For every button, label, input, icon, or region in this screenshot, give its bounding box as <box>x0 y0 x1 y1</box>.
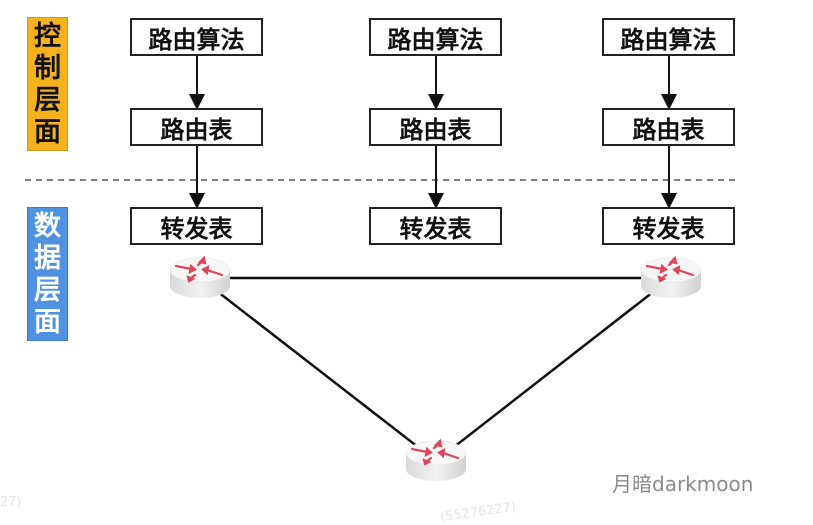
router-icon <box>169 255 231 298</box>
network-link <box>435 277 672 462</box>
routing-table-box: 路由表 <box>130 108 263 146</box>
data-plane-label: 数 据 层 面 <box>27 207 68 341</box>
routing-algorithm-box: 路由算法 <box>602 18 735 56</box>
router-icon <box>640 255 702 298</box>
data-plane-char: 据 <box>34 243 61 274</box>
data-plane-char: 层 <box>34 275 61 306</box>
network-link <box>199 277 437 462</box>
control-plane-char: 控 <box>34 21 61 52</box>
routing-table-box: 路由表 <box>369 108 502 146</box>
router-icon <box>405 438 467 481</box>
control-plane-label: 控 制 层 面 <box>27 17 68 151</box>
forwarding-table-box: 转发表 <box>602 207 735 245</box>
faint-watermark: 27) <box>0 495 22 510</box>
control-plane-char: 制 <box>34 53 61 84</box>
forwarding-table-box: 转发表 <box>130 207 263 245</box>
watermark: 月暗darkmoon <box>612 472 754 496</box>
routing-table-box: 路由表 <box>602 108 735 146</box>
forwarding-table-box: 转发表 <box>369 207 502 245</box>
control-plane-char: 层 <box>34 85 61 116</box>
control-plane-char: 面 <box>34 117 61 148</box>
routing-algorithm-box: 路由算法 <box>369 18 502 56</box>
routing-algorithm-box: 路由算法 <box>130 18 263 56</box>
data-plane-char: 数 <box>34 211 61 242</box>
data-plane-char: 面 <box>34 307 61 338</box>
